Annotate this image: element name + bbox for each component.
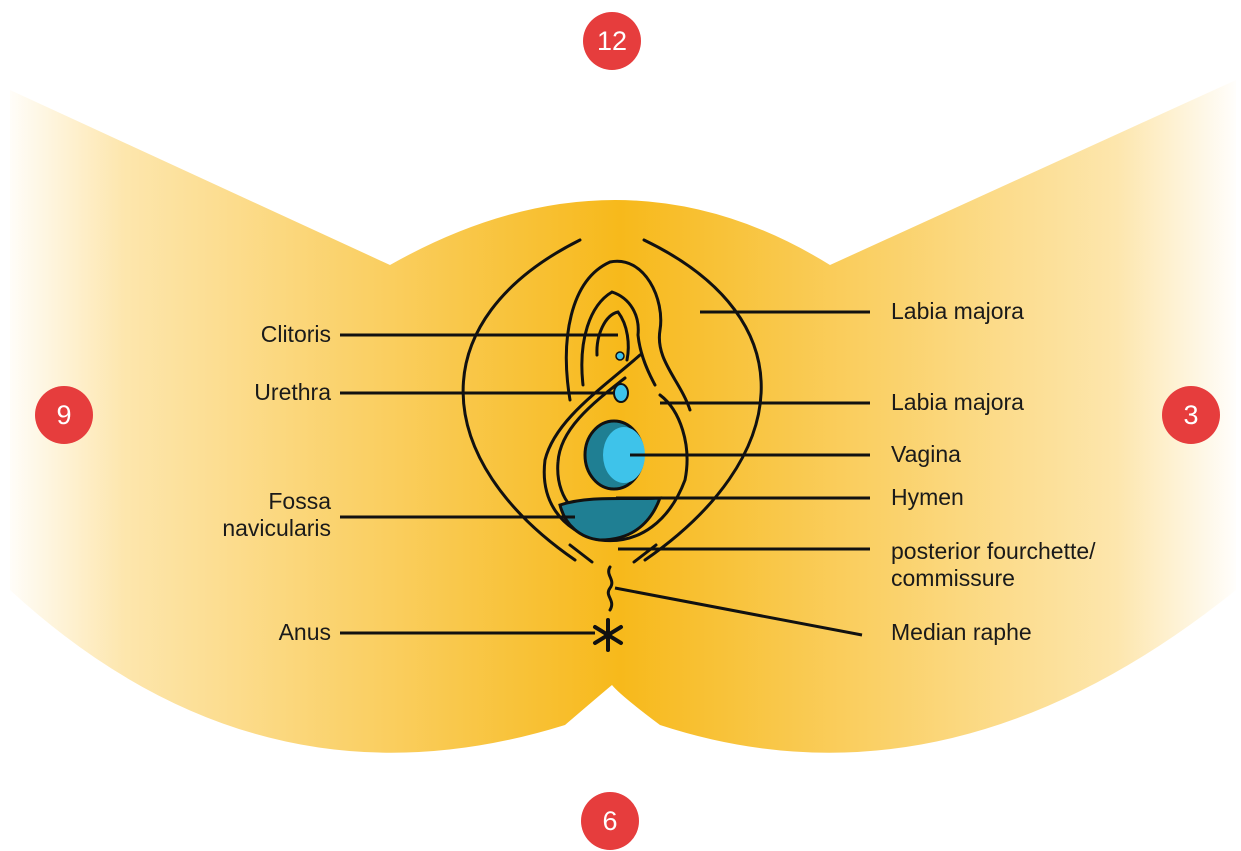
label-labia-majora-outer: Labia majora	[891, 298, 1024, 325]
label-urethra: Urethra	[254, 379, 331, 406]
label-clitoris: Clitoris	[261, 321, 331, 348]
label-hymen: Hymen	[891, 484, 964, 511]
body-silhouette	[10, 80, 1236, 753]
clock-badge-12: 12	[583, 12, 641, 70]
clock-badge-6: 6	[581, 792, 639, 850]
label-fossa-line2: navicularis	[222, 515, 331, 542]
urethra-opening	[614, 384, 628, 402]
label-fourchette-line1: posterior fourchette/	[891, 538, 1096, 565]
label-posterior-fourchette: posterior fourchette/ commissure	[891, 538, 1096, 592]
clitoris-glans	[616, 352, 624, 360]
label-median-raphe: Median raphe	[891, 619, 1032, 646]
label-vagina: Vagina	[891, 441, 961, 468]
label-anus: Anus	[279, 619, 331, 646]
label-labia-majora-inner: Labia majora	[891, 389, 1024, 416]
label-fossa-navicularis: Fossa navicularis	[222, 488, 331, 542]
clock-badge-9: 9	[35, 386, 93, 444]
label-fossa-line1: Fossa	[222, 488, 331, 515]
clock-badge-3: 3	[1162, 386, 1220, 444]
label-fourchette-line2: commissure	[891, 565, 1096, 592]
